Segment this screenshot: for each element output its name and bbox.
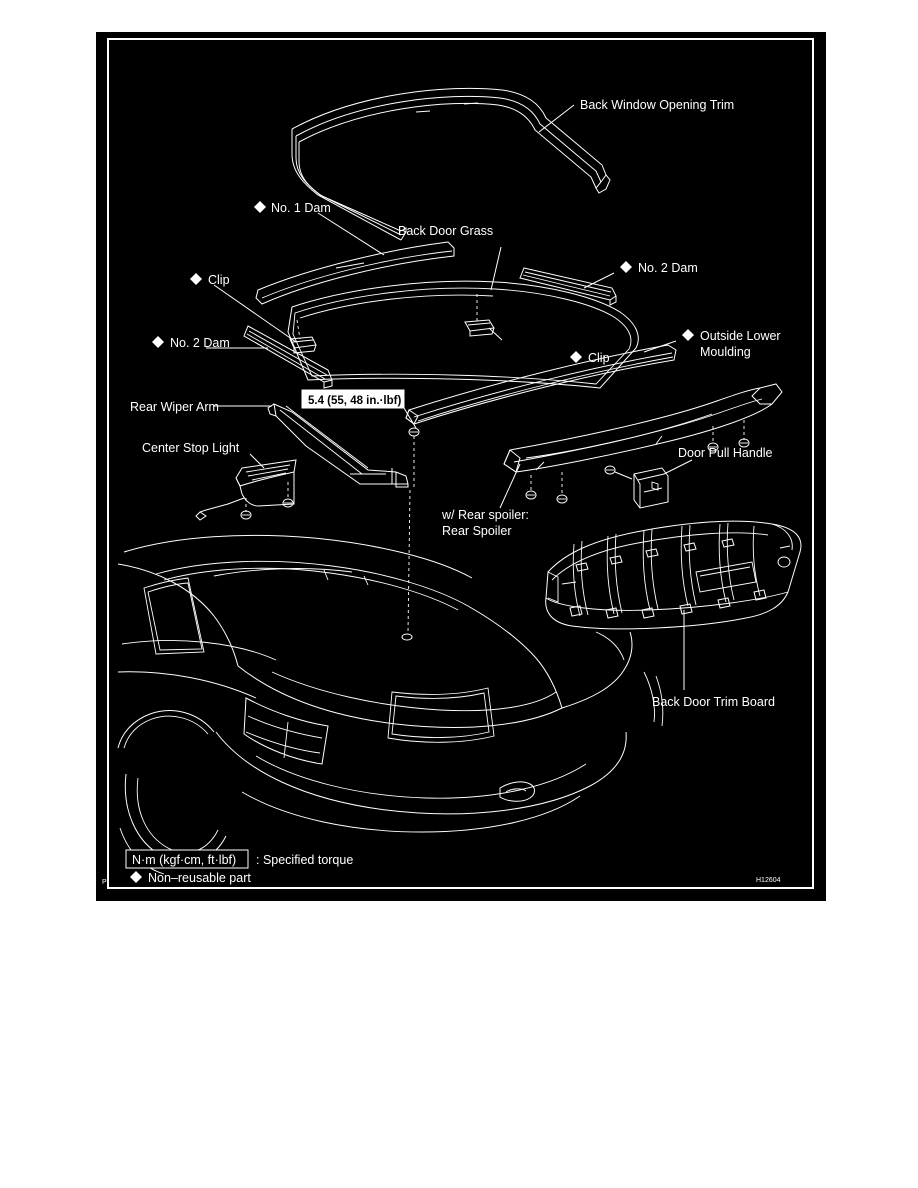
figure-id-code: H12604 (756, 877, 781, 884)
label-torque-value: 5.4 (55, 48 in.·lbf) (308, 395, 401, 407)
part-back-window-opening-trim (291, 87, 611, 241)
label-door-pull-handle: Door Pull Handle (678, 446, 773, 460)
bolts-rear-spoiler (525, 420, 750, 504)
leader-center-stop-light (249, 453, 265, 469)
diamond-icon-clip-left (190, 273, 202, 285)
legend (125, 849, 249, 869)
label-back-door-trim-board: Back Door Trim Board (652, 695, 775, 709)
torque-callout (301, 389, 417, 429)
figure-panel: Back Window Opening Trim No. 1 Dam Ba (96, 32, 826, 901)
part-back-door-trim-board (545, 520, 802, 630)
leader-no-1-dam (317, 212, 385, 256)
leader-back-door-glass (490, 246, 502, 291)
part-no-1-dam (255, 241, 455, 305)
part-door-pull-handle (604, 465, 669, 509)
leader-clip-left (213, 284, 297, 343)
label-back-window-opening-trim: Back Window Opening Trim (580, 98, 734, 112)
leader-rear-spoiler (499, 463, 521, 509)
diamond-icon-no-1-dam (254, 201, 266, 213)
label-back-door-glass: Back Door Grass (398, 224, 493, 238)
part-outside-lower-moulding (405, 344, 677, 425)
leader-clip-center (488, 327, 503, 341)
leader-back-window-opening-trim (538, 104, 575, 133)
part-clip-center (464, 294, 495, 337)
illustration-vehicle-rear (117, 534, 664, 875)
diamond-icon-legend (130, 871, 142, 883)
label-no-2-dam-left: No. 2 Dam (170, 336, 230, 350)
label-outside-lower-moulding-line1: Outside Lower (700, 329, 781, 343)
part-back-door-glass (287, 280, 639, 389)
label-rear-wiper-arm: Rear Wiper Arm (130, 400, 219, 414)
leader-no-2-dam-right (583, 272, 615, 289)
torque-callout-box (301, 389, 405, 409)
wiper-pivot-bolt (401, 427, 420, 641)
label-rear-spoiler-line2: Rear Spoiler (442, 524, 511, 538)
label-no-1-dam: No. 1 Dam (271, 201, 331, 215)
diamond-icon-clip-center (570, 351, 582, 363)
part-no-2-dam-left (243, 325, 333, 389)
part-no-2-dam-right (519, 267, 617, 306)
diamond-icon-no-2-dam-right (620, 261, 632, 273)
label-clip-left: Clip (208, 273, 230, 287)
legend-torque-units: N·m (kgf·cm, ft·lbf) (132, 853, 236, 867)
part-center-stop-light (195, 459, 297, 521)
leader-door-pull-handle (663, 459, 693, 475)
label-rear-spoiler-line1: w/ Rear spoiler: (441, 508, 529, 522)
diamond-icon-no-2-dam-left (152, 336, 164, 348)
legend-torque-meaning: : Specified torque (256, 853, 353, 867)
exploded-view-diagram: Back Window Opening Trim No. 1 Dam Ba (102, 87, 802, 886)
part-clip-left (289, 319, 317, 354)
label-center-stop-light: Center Stop Light (142, 441, 240, 455)
part-rear-wiper-arm (267, 403, 409, 488)
label-no-2-dam-right: No. 2 Dam (638, 261, 698, 275)
leader-outside-lower-moulding (643, 340, 677, 353)
diamond-icon-outside-lower-moulding (682, 329, 694, 341)
legend-non-reusable: Non–reusable part (148, 871, 251, 885)
corner-mark-p: P (102, 879, 107, 886)
label-outside-lower-moulding-line2: Moulding (700, 345, 751, 359)
legend-torque-box (125, 849, 249, 869)
label-clip-center: Clip (588, 351, 610, 365)
